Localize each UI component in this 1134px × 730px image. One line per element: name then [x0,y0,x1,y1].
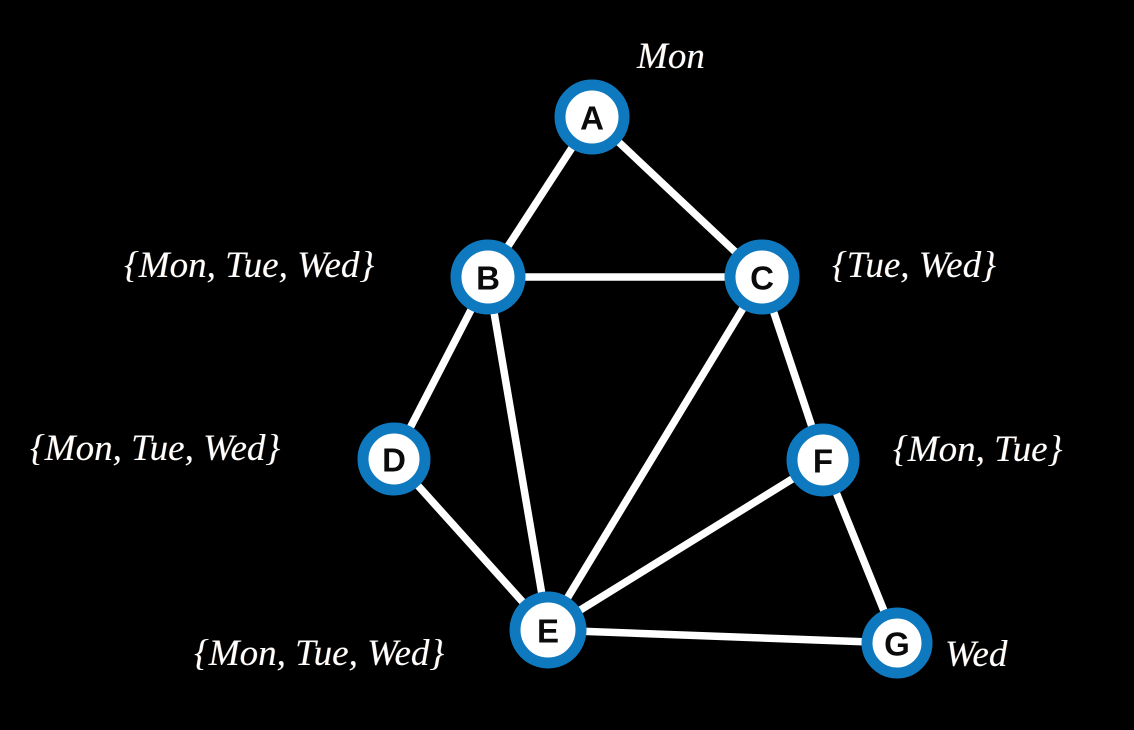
node-letter-c: C [750,260,774,297]
graph-node-g[interactable]: G [861,607,933,679]
graph-node-a[interactable]: A [554,79,630,155]
domain-label-b: {Mon, Tue, Wed} [124,245,375,286]
node-circle-e [509,591,587,669]
node-circle-b [450,239,526,315]
edge-layer [390,113,901,647]
domain-label-f: {Mon, Tue} [893,429,1063,470]
graph-edge-b-e [484,273,552,634]
node-letter-e: E [537,613,559,650]
node-letter-d: D [382,442,406,479]
graph-node-d[interactable]: D [357,422,431,496]
graph-node-b[interactable]: B [450,239,526,315]
domain-label-c: {Tue, Wed} [832,245,996,286]
node-circle-c [724,239,800,315]
graph-node-c[interactable]: C [724,239,800,315]
node-circle-a [554,79,630,155]
graph-edge-e-f [544,456,827,634]
node-letter-g: G [884,626,910,663]
domain-label-d: {Mon, Tue, Wed} [30,428,281,469]
node-letter-b: B [476,260,500,297]
node-layer: A B C D F E G [357,79,933,679]
graph-edge-e-g [544,626,901,647]
domain-label-a: Mon [637,36,705,77]
graph-edge-c-e [544,273,766,634]
node-letter-a: A [580,100,604,137]
node-letter-f: F [813,443,833,480]
graph-node-f[interactable]: F [786,423,860,497]
graph-edge-a-c [588,113,766,281]
graph-node-e[interactable]: E [509,591,587,669]
node-circle-g [861,607,933,679]
domain-label-g: Wed [945,634,1008,675]
domain-label-e: {Mon, Tue, Wed} [194,633,445,674]
node-circle-f [786,423,860,497]
node-circle-d [357,422,431,496]
